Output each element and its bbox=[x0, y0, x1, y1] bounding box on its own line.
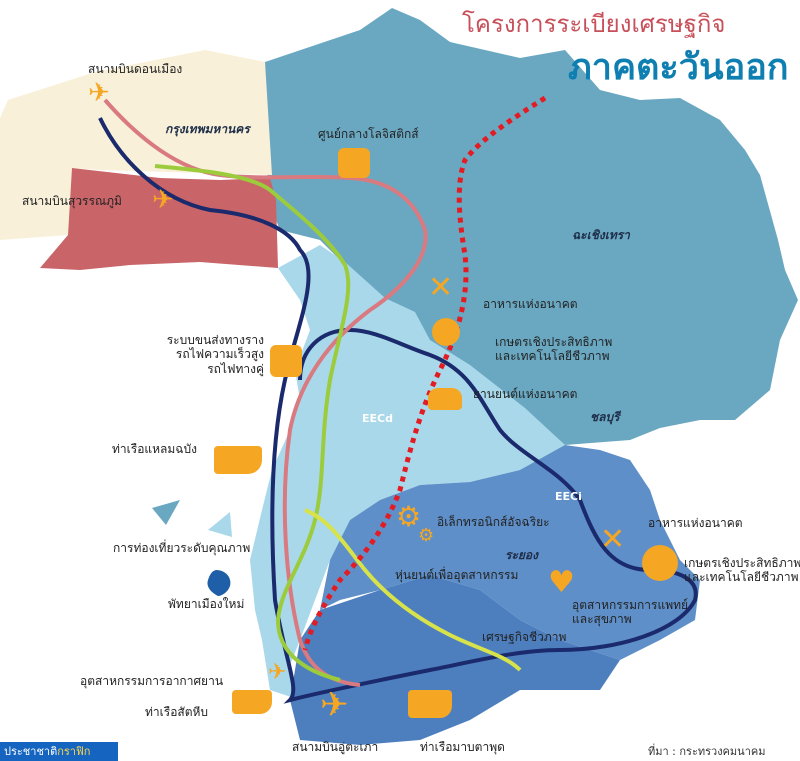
zone-label-eecd: EECd bbox=[362, 412, 393, 425]
label-suvarnabhumi: สนามบินสุวรรณภูมิ bbox=[22, 194, 122, 208]
route-yellow-line bbox=[304, 508, 522, 672]
label-rail-line1: ระบบขนส่งทางราง bbox=[166, 333, 264, 347]
region-label-chonburi: ชลบุรี bbox=[590, 410, 620, 424]
future-food-utensils-icon: ✕ bbox=[428, 270, 454, 305]
region-coast-area bbox=[290, 575, 620, 745]
aviation-airplane-icon: ✈ bbox=[268, 660, 287, 685]
label-rail-line2: รถไฟความเร็วสูง bbox=[175, 347, 264, 362]
route-navy-line bbox=[98, 117, 698, 704]
agri-2-flower-icon bbox=[642, 545, 678, 581]
brand-footer: ประชาชาติกราฟิก bbox=[0, 742, 118, 761]
tourism-blue-drop-right bbox=[208, 512, 232, 537]
label-bio-agri: เกษตรเชิงประสิทธิภาพ และเทคโนโลยีชีวภาพ bbox=[495, 335, 612, 364]
title-line1: โครงการระเบียงเศรษฐกิจ bbox=[462, 10, 726, 38]
label-smart-electronics: อิเล็กทรอนิกส์อัจฉริยะ bbox=[437, 515, 550, 529]
region-label-rayong: ระยอง bbox=[505, 548, 538, 562]
future-car-icon bbox=[428, 388, 462, 410]
label-future-auto: ยานยนต์แห่งอนาคต bbox=[473, 387, 578, 401]
label-robotics: หุ่นยนต์เพื่ออุตสาหกรรม bbox=[395, 568, 519, 582]
region-suvarnabhumi-area bbox=[40, 168, 278, 270]
u-tapao-airplane-icon: ✈ bbox=[320, 685, 349, 725]
label-future-food: อาหารแห่งอนาคต bbox=[483, 297, 578, 311]
label-pattaya: พัทยาเมืองใหม่ bbox=[168, 597, 245, 611]
label-map-ta-phut: ท่าเรือมาบตาพุด bbox=[420, 740, 505, 754]
region-chachoengsao-area bbox=[265, 8, 798, 445]
label-medical-line1: อุตสาหกรรมการแพทย์ bbox=[572, 598, 689, 612]
label-medical-line2: และสุขภาพ bbox=[572, 612, 632, 627]
route-green-line bbox=[154, 164, 351, 682]
label-logistics-center: ศูนย์กลางโลจิสติกส์ bbox=[318, 127, 419, 141]
label-laem-chabang: ท่าเรือแหลมฉบัง bbox=[112, 442, 197, 456]
region-label-chachoengsao: ฉะเชิงเทรา bbox=[572, 228, 630, 242]
label-future-food-2: อาหารแห่งอนาคต bbox=[648, 516, 743, 530]
label-bio-agri-line1: เกษตรเชิงประสิทธิภาพ bbox=[495, 335, 613, 349]
rail-train-icon bbox=[270, 345, 302, 377]
electronics-small-gear-icon: ⚙ bbox=[418, 525, 435, 546]
medical-heart-icon: ♥ bbox=[548, 565, 575, 600]
pattaya-pin-shape bbox=[207, 570, 231, 596]
region-chonburi-area bbox=[250, 245, 565, 700]
don-mueang-airplane-icon: ✈ bbox=[88, 78, 110, 108]
eec-boundary-dotted-line bbox=[302, 95, 547, 651]
label-quality-tourism: การท่องเที่ยวระดับคุณภาพ bbox=[113, 541, 251, 555]
source-credit: ที่มา : กระทรวงคมนาคม bbox=[648, 745, 766, 758]
label-bio-agri-2: เกษตรเชิงประสิทธิภาพ และเทคโนโลยีชีวภาพ bbox=[684, 556, 800, 585]
label-rail-line3: รถไฟทางคู่ bbox=[207, 361, 264, 376]
region-rayong-area bbox=[320, 445, 700, 660]
brand-part1: ประชาชาติ bbox=[4, 745, 58, 758]
brand-part2: กราฟิก bbox=[57, 745, 91, 758]
label-bio-agri-2-line1: เกษตรเชิงประสิทธิภาพ bbox=[684, 556, 800, 570]
electronics-gear-icon: ⚙ bbox=[396, 500, 422, 533]
suvarnabhumi-airplane-icon: ✈ bbox=[152, 185, 174, 215]
label-aviation: อุตสาหกรรมการอากาศยาน bbox=[80, 674, 224, 688]
label-sattahip: ท่าเรือสัตหีบ bbox=[145, 705, 209, 719]
region-bangkok-area bbox=[0, 50, 272, 240]
title-line2: ภาคตะวันออก bbox=[568, 47, 789, 88]
future-food-2-utensils-icon: ✕ bbox=[600, 522, 626, 557]
map-ta-phut-ship-icon bbox=[408, 690, 452, 718]
label-u-tapao: สนามบินอู่ตะเภา bbox=[292, 740, 379, 754]
laem-chabang-ship-icon bbox=[214, 446, 262, 474]
label-bio-agri-line2: และเทคโนโลยีชีวภาพ bbox=[495, 349, 610, 364]
label-bio-agri-2-line2: และเทคโนโลยีชีวภาพ bbox=[684, 570, 799, 585]
label-medical: อุตสาหกรรมการแพทย์ และสุขภาพ bbox=[572, 598, 688, 627]
label-bio-economy: เศรษฐกิจชีวภาพ bbox=[482, 630, 567, 644]
tourism-blue-drop-left bbox=[152, 500, 180, 525]
label-don-mueang: สนามบินดอนเมือง bbox=[88, 62, 183, 76]
sattahip-ship-icon bbox=[232, 690, 272, 714]
zone-label-eeci: EECi bbox=[555, 490, 582, 503]
label-rail-system: ระบบขนส่งทางราง รถไฟความเร็วสูง รถไฟทางค… bbox=[152, 333, 264, 376]
agri-flower-icon bbox=[432, 318, 460, 346]
logistics-train-icon bbox=[338, 148, 370, 178]
region-label-bangkok: กรุงเทพมหานคร bbox=[165, 122, 250, 136]
